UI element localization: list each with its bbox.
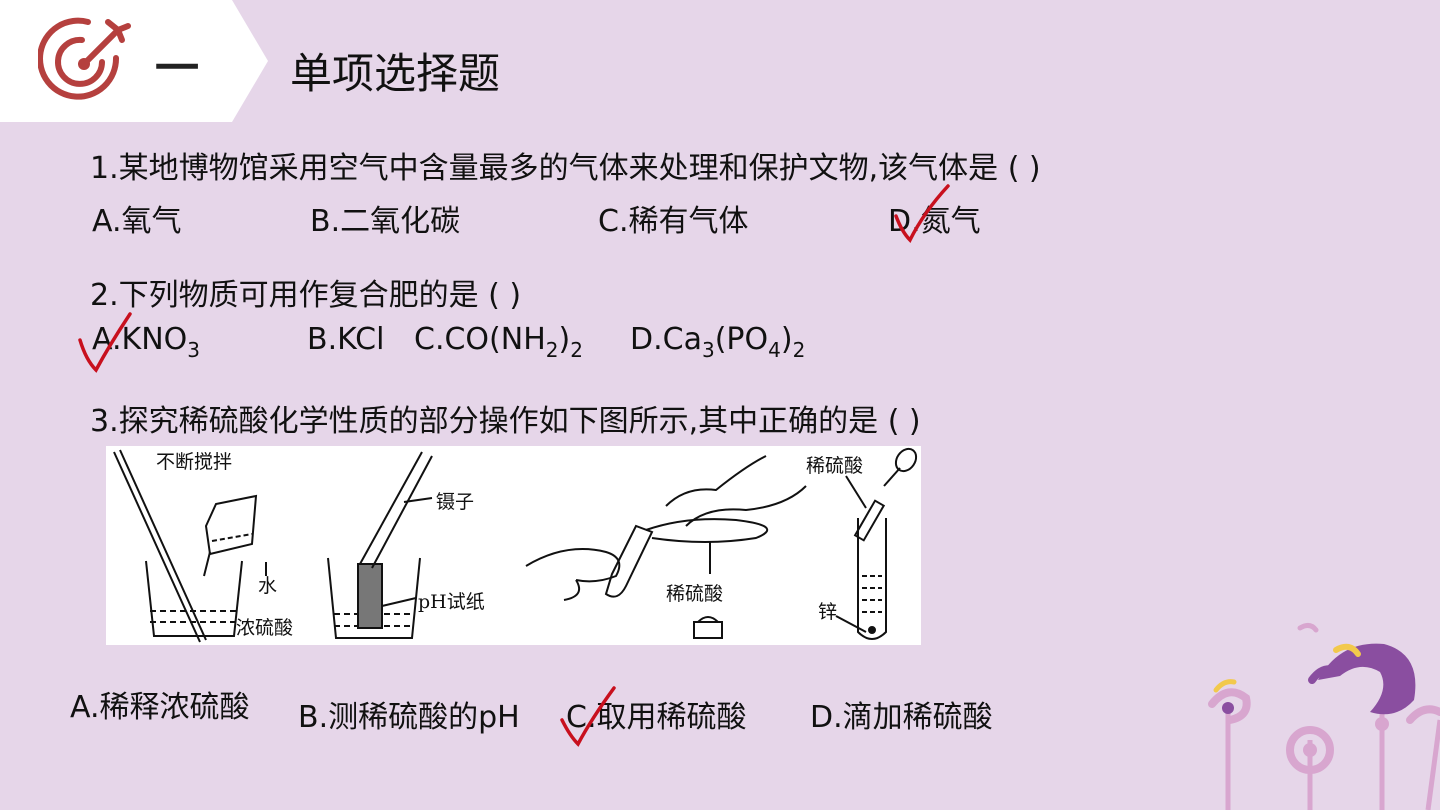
q3-option-c: C.取用稀硫酸: [566, 700, 747, 735]
label-dilute-acid-c: 稀硫酸: [666, 583, 723, 605]
check-mark-icon: [78, 312, 132, 373]
q2-option-b: B.KCl: [307, 322, 385, 357]
section-header-tab: [0, 0, 270, 122]
figure-d-dropper: [835, 447, 918, 640]
label-water: 水: [258, 575, 277, 597]
q1-option-b: B.二氧化碳: [310, 204, 461, 239]
target-icon: [38, 17, 131, 100]
figure-c-pouring: [525, 455, 807, 639]
q3-option-a: A.稀释浓硫酸: [70, 690, 250, 725]
label-dilute-acid-d: 稀硫酸: [806, 455, 863, 477]
label-zinc: 锌: [818, 601, 837, 623]
label-tweezers: 镊子: [436, 491, 474, 513]
q3-option-d: D.滴加稀硫酸: [810, 700, 993, 735]
q3-option-b: B.测稀硫酸的pH: [298, 700, 520, 735]
decorative-flowers: [1208, 622, 1440, 810]
check-mark-icon: [560, 686, 616, 747]
figure-b-ph-test: [327, 451, 433, 639]
figure-a-dilution: [113, 449, 267, 643]
q1-option-c: C.稀有气体: [598, 204, 749, 239]
q1-option-a: A.氧气: [92, 204, 182, 239]
label-ph-paper: pH试纸: [418, 591, 485, 613]
q2-option-d: D.Ca3(PO4)2: [630, 322, 806, 362]
question-1-text: 1.某地博物馆采用空气中含量最多的气体来处理和保护文物,该气体是 ( ): [90, 151, 1041, 186]
label-conc-acid: 浓硫酸: [236, 617, 293, 639]
section-number: 一: [155, 43, 199, 94]
question-2-text: 2.下列物质可用作复合肥的是 ( ): [90, 278, 522, 313]
check-mark-icon: [894, 184, 950, 243]
question-3-text: 3.探究稀硫酸化学性质的部分操作如下图所示,其中正确的是 ( ): [90, 404, 921, 439]
label-stir: 不断搅拌: [156, 451, 232, 473]
experiment-figure: 不断搅拌 水 浓硫酸 镊子 pH试纸 稀硫酸: [106, 446, 921, 645]
q2-option-a: A.KNO3: [92, 322, 200, 362]
q2-option-c: C.CO(NH2)2: [414, 322, 583, 362]
section-title: 单项选择题: [290, 49, 501, 98]
